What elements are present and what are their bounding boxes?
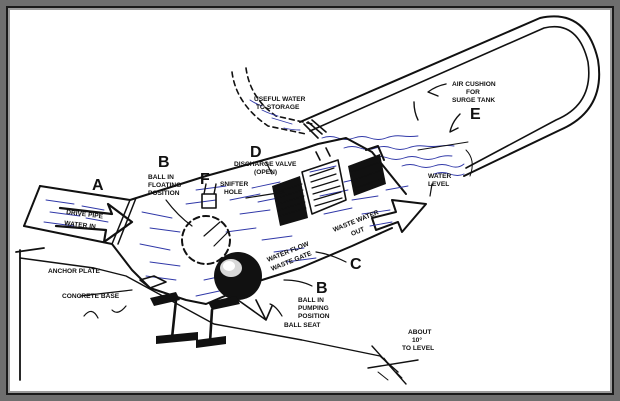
storage-outlet [231, 67, 327, 139]
waste-water-label-2: OUT [350, 226, 366, 238]
water-level-label-1: WATER [428, 173, 452, 180]
air-cushion-label-1: AIR CUSHION [452, 81, 496, 88]
ball-floating [181, 215, 231, 265]
about-label-3: TO LEVEL [402, 345, 434, 352]
label-f: F [200, 171, 210, 188]
drive-pipe-label: DRIVE PIPE [66, 209, 104, 221]
ground-line [15, 247, 419, 385]
pointer-arrows [79, 83, 461, 319]
air-cushion-label-2: FOR [466, 89, 480, 96]
discharge-label-1: DISCHARGE VALVE [234, 161, 297, 168]
snifter-hole [201, 183, 217, 209]
ball-seat-label: BALL SEAT [284, 322, 320, 329]
ball-pumping-label-1: BALL IN [298, 297, 324, 304]
concrete-base-label: CONCRETE BASE [62, 293, 120, 300]
air-cushion-label-3: SURGE TANK [452, 97, 495, 104]
label-b-pumping: B [316, 280, 328, 297]
water-in-label: WATER IN [64, 220, 97, 231]
label-c: C [350, 256, 362, 273]
ball-seat [203, 221, 273, 321]
label-a: A [92, 177, 104, 194]
discharge-label-2: (OPEN) [254, 169, 277, 176]
ball-pumping-label-2: PUMPING [298, 305, 329, 312]
snifter-label-1: SNIFTER [220, 181, 248, 188]
ball-floating-label-1: BALL IN [148, 174, 174, 181]
drive-pipe-arrow [54, 202, 134, 244]
discharge-valve [272, 145, 386, 226]
about-label-2: 10° [412, 336, 422, 344]
label-d: D [250, 144, 262, 161]
surge-tank [299, 15, 601, 177]
anchor-plate-label: ANCHOR PLATE [48, 268, 100, 275]
ball-floating-label-2: FLOATING [148, 182, 181, 189]
label-b-floating: B [158, 154, 170, 171]
useful-water-label-2: TO STORAGE [256, 104, 300, 111]
ball-pumping [214, 252, 262, 300]
about-label-1: ABOUT [408, 329, 431, 336]
water-level-label-2: LEVEL [428, 181, 449, 188]
ball-floating-label-3: POSITION [148, 190, 180, 197]
useful-water-label-1: USEFUL WATER [254, 96, 306, 103]
anchor-plates [139, 275, 240, 348]
label-e: E [470, 106, 481, 123]
surge-tank-water [321, 135, 469, 176]
ball-pumping-label-3: POSITION [298, 313, 330, 320]
snifter-label-2: HOLE [224, 189, 243, 196]
